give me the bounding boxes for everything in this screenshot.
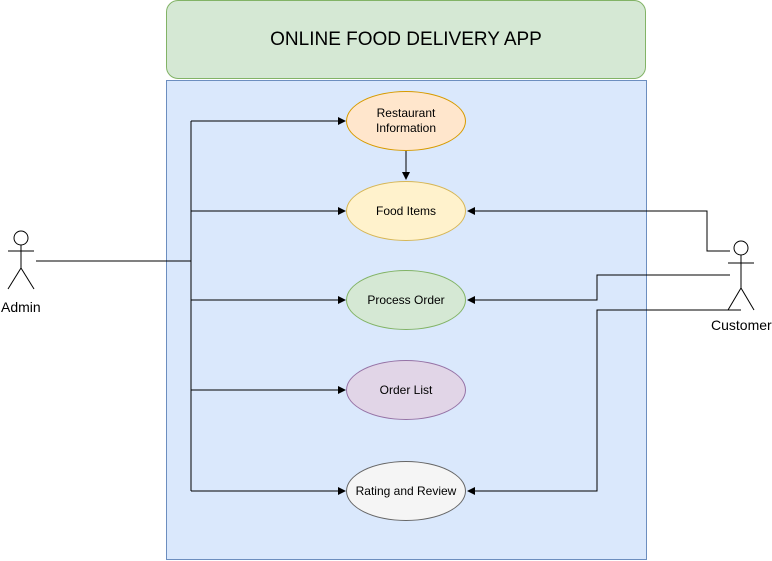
- use-case-label: Process Order: [367, 292, 445, 307]
- use-case-restaurant-information[interactable]: Restaurant Information: [346, 91, 466, 151]
- use-case-label: Rating and Review: [355, 483, 457, 498]
- use-case-label: Food Items: [375, 203, 437, 218]
- use-case-label: Order List: [379, 382, 433, 397]
- admin-actor-icon[interactable]: [7, 230, 35, 290]
- use-case-rating-and-review[interactable]: Rating and Review: [346, 461, 466, 521]
- customer-to-process-order: [467, 274, 730, 304]
- customer-label: Customer: [711, 317, 772, 333]
- use-case-label: Restaurant Information: [375, 106, 437, 135]
- use-case-order-list[interactable]: Order List: [346, 360, 466, 420]
- use-case-food-items[interactable]: Food Items: [346, 181, 466, 241]
- customer-to-food-items: [467, 207, 730, 252]
- customer-actor-icon[interactable]: [727, 240, 755, 311]
- diagram-title: ONLINE FOOD DELIVERY APP: [166, 0, 646, 79]
- admin-label: Admin: [1, 299, 41, 315]
- customer-to-rating-and-review: [467, 309, 741, 495]
- use-case-process-order[interactable]: Process Order: [346, 270, 466, 330]
